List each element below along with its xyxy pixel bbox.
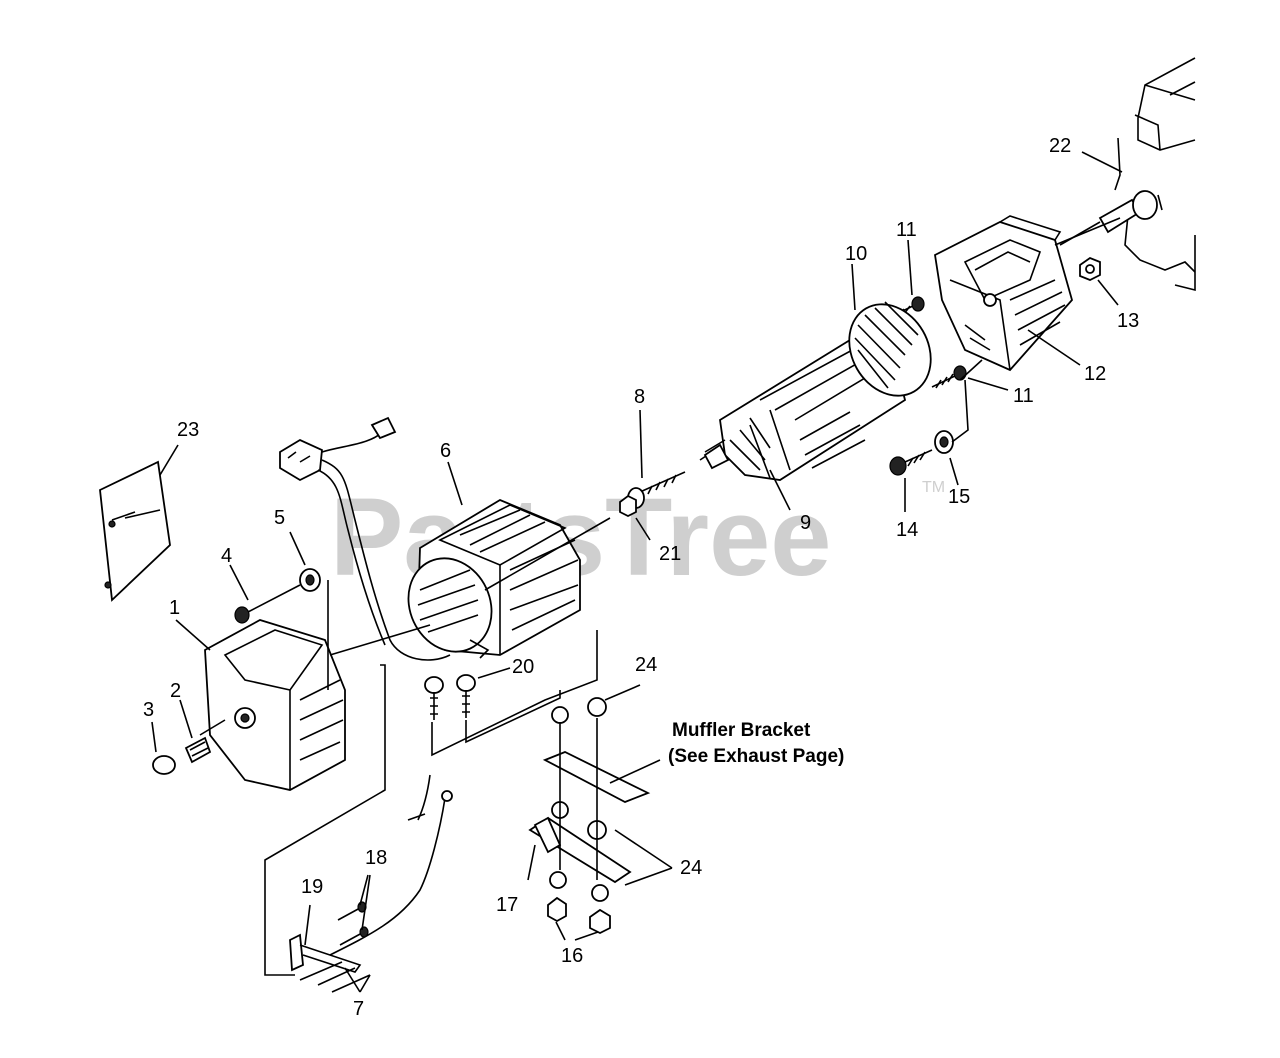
nuts-part-16 bbox=[547, 896, 611, 935]
bolt-part-14 bbox=[889, 449, 933, 476]
caption-line-2: (See Exhaust Page) bbox=[668, 746, 844, 767]
washer-part-5 bbox=[299, 568, 321, 592]
wire-harness-part bbox=[279, 416, 451, 661]
callout-24-lower: 24 bbox=[680, 857, 702, 879]
callout-21: 21 bbox=[659, 543, 681, 565]
screw-part-11-lower bbox=[931, 365, 967, 389]
end-cover-part bbox=[204, 619, 346, 791]
cap-part-3 bbox=[152, 755, 176, 775]
callout-24-upper: 24 bbox=[635, 654, 657, 676]
callout-16: 16 bbox=[561, 945, 583, 967]
callout-14: 14 bbox=[896, 519, 918, 541]
callout-2: 2 bbox=[170, 680, 181, 702]
terminal-plate-part-19 bbox=[289, 933, 362, 973]
washer-part-15 bbox=[934, 430, 954, 454]
callout-4: 4 bbox=[221, 545, 232, 567]
callout-15: 15 bbox=[948, 486, 970, 508]
leads-part-7 bbox=[299, 961, 371, 993]
cooling-fan-part bbox=[848, 301, 932, 397]
caption-line-1: Muffler Bracket bbox=[672, 720, 811, 741]
callout-8: 8 bbox=[634, 386, 645, 408]
bushing-part-2 bbox=[184, 736, 212, 764]
watermark-tm: TM bbox=[922, 479, 945, 496]
callout-11-lower: 11 bbox=[1013, 385, 1034, 407]
stator-part bbox=[407, 498, 581, 659]
callout-5: 5 bbox=[274, 507, 285, 529]
muffler-bracket-caption: Muffler Bracket (See Exhaust Page) bbox=[668, 720, 844, 767]
callout-1: 1 bbox=[169, 597, 180, 619]
callout-17: 17 bbox=[496, 894, 518, 916]
bolt-part-4 bbox=[234, 584, 301, 624]
alignment-lines bbox=[199, 217, 1121, 976]
callout-18: 18 bbox=[365, 847, 387, 869]
nut-part-21 bbox=[619, 494, 637, 518]
callout-9: 9 bbox=[800, 512, 811, 534]
callout-6: 6 bbox=[440, 440, 451, 462]
callout-20: 20 bbox=[512, 656, 534, 678]
end-bell-housing-part bbox=[934, 215, 1074, 372]
leader-lines bbox=[151, 151, 1123, 993]
callout-22: 22 bbox=[1049, 135, 1071, 157]
callout-19: 19 bbox=[301, 876, 323, 898]
callout-10: 10 bbox=[845, 243, 867, 265]
engine-part bbox=[1124, 57, 1196, 292]
callout-12: 12 bbox=[1084, 363, 1106, 385]
callout-7: 7 bbox=[353, 998, 364, 1020]
callout-11-upper: 11 bbox=[896, 219, 917, 241]
crankshaft-taper-part bbox=[1059, 137, 1163, 246]
callout-labels: 1 2 3 4 5 6 7 8 9 10 11 11 12 13 14 15 1… bbox=[143, 135, 1139, 1020]
mounting-bracket-part-17 bbox=[528, 816, 632, 884]
muffler-bracket-part bbox=[542, 751, 661, 803]
callout-13: 13 bbox=[1117, 310, 1139, 332]
nut-part-13 bbox=[1079, 256, 1101, 281]
callout-3: 3 bbox=[143, 699, 154, 721]
callout-23: 23 bbox=[177, 419, 199, 441]
cover-plate-part bbox=[99, 460, 171, 602]
bolt-part-20 bbox=[424, 674, 476, 720]
ground-wire-part bbox=[329, 774, 453, 956]
